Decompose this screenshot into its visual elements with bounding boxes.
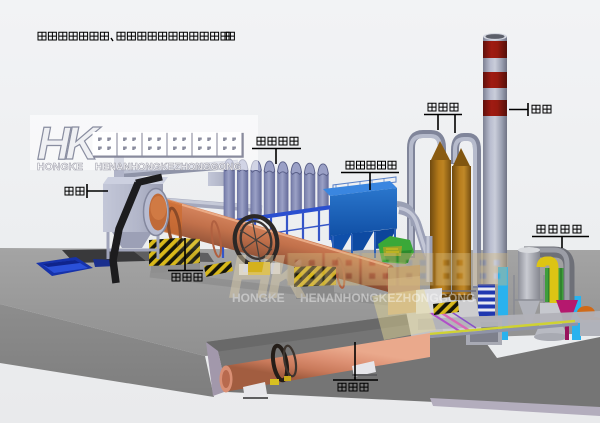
svg-text:HENANHONGKEZHONGGONG: HENANHONGKEZHONGGONG [300,291,475,305]
svg-text:HONGKE: HONGKE [37,161,83,173]
svg-text:HONGKE: HONGKE [232,291,285,305]
svg-text:HENANHONGKEZHONGGONG: HENANHONGKEZHONGGONG [95,162,241,173]
